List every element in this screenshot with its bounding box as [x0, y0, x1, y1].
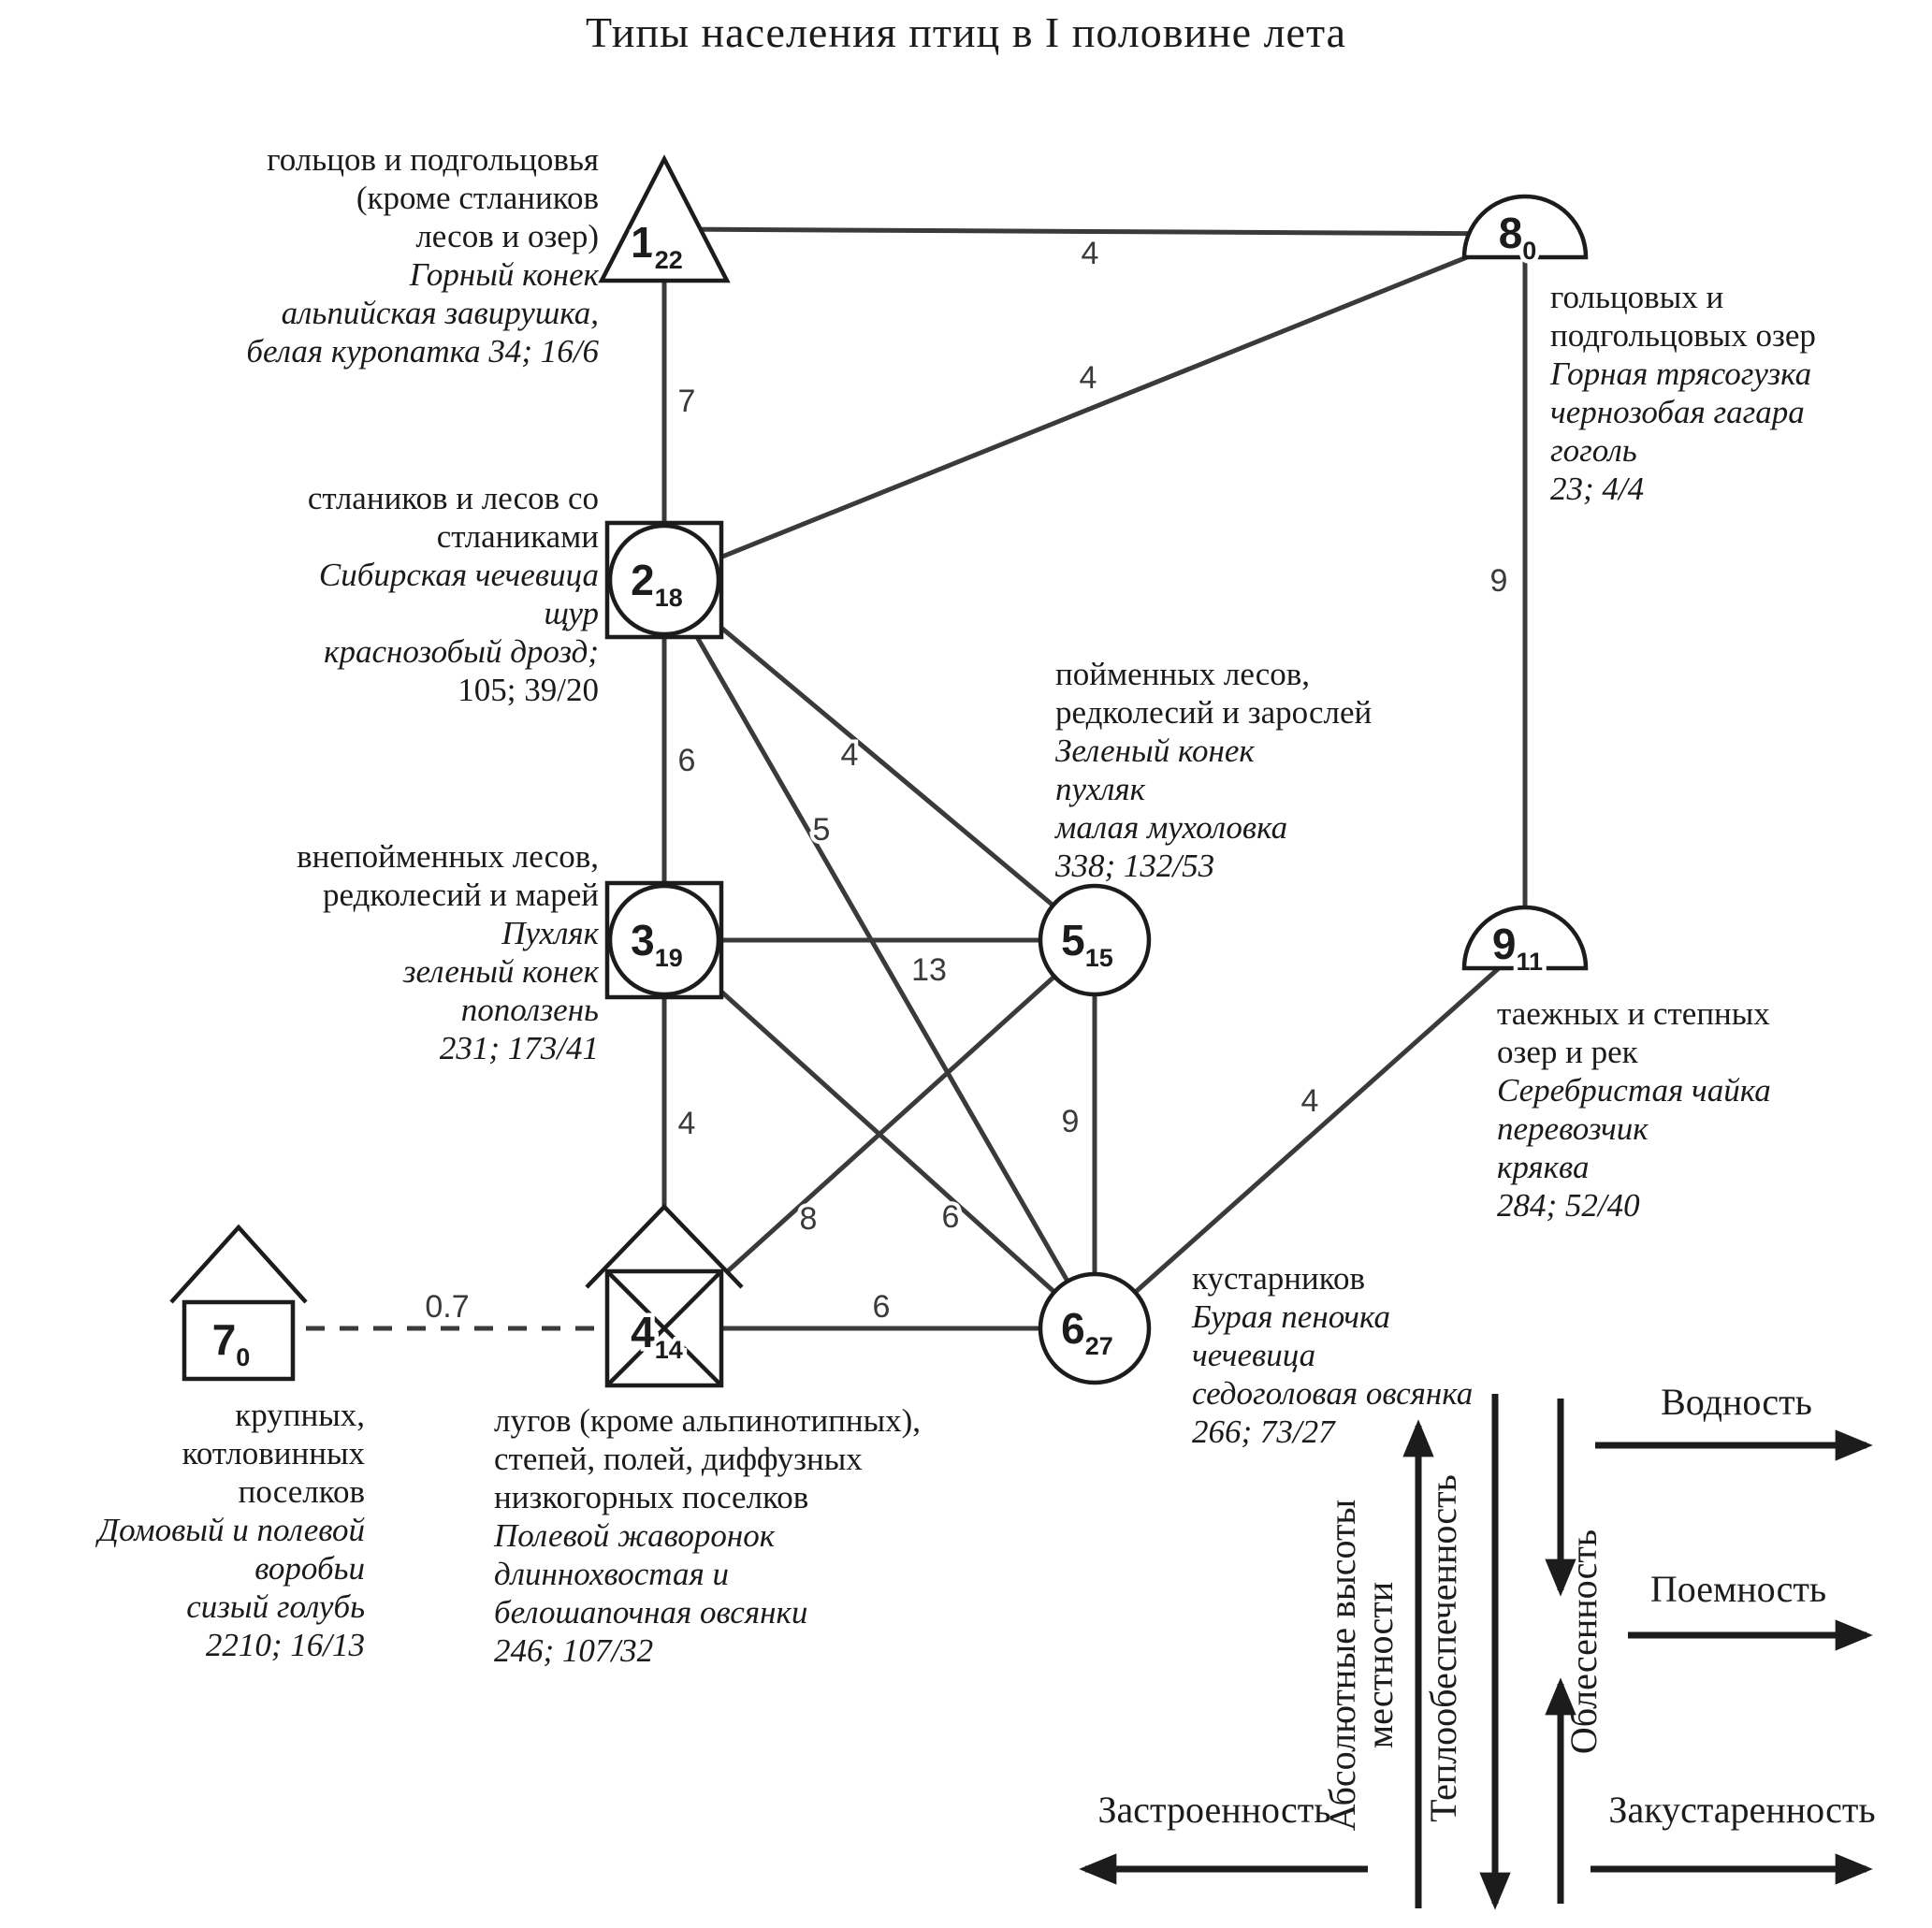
nodes: 122 218 319 414 515 627 70 80 911: [169, 154, 1589, 1388]
axis-label: Водность: [1661, 1381, 1812, 1423]
node-5-number: 515: [1061, 916, 1113, 972]
node-4-symbol: [585, 1203, 744, 1388]
edge-2-3-weight: 6: [678, 743, 696, 778]
edge-6-9: [1093, 943, 1527, 1330]
edge-1-8-weight: 4: [1082, 236, 1099, 271]
edge-4-5: [662, 938, 1097, 1330]
edge-3-6-weight: 6: [942, 1199, 960, 1235]
axis-label: Застроенность: [1097, 1789, 1330, 1831]
edge-5-6-weight: 9: [1062, 1104, 1080, 1139]
node-4-number: 414: [631, 1308, 683, 1364]
edge-2-8-weight: 4: [1080, 360, 1097, 396]
axis-label: Закустаренность: [1608, 1789, 1875, 1831]
edge-2-8: [663, 231, 1526, 583]
edge-2-6: [661, 578, 1097, 1330]
axis-label-rotated: местности: [1358, 1582, 1401, 1748]
edge-2-5: [662, 578, 1097, 942]
node-7-symbol: [169, 1224, 308, 1382]
edge-3-4-weight: 4: [678, 1106, 696, 1141]
axis-label-rotated: Абсолютные высоты: [1321, 1500, 1363, 1832]
node-6-number: 627: [1061, 1304, 1113, 1360]
node-3-number: 319: [631, 916, 683, 972]
node-7-number: 70: [212, 1315, 251, 1371]
node-8-symbol: [1461, 194, 1589, 260]
node-2-symbol: [604, 520, 724, 640]
node-9-symbol: [1461, 905, 1589, 971]
edge-2-5-weight: 4: [841, 737, 859, 773]
node-5-symbol: [1038, 883, 1152, 997]
edge-8-9-weight: 9: [1490, 563, 1508, 599]
node-3-symbol: [604, 880, 724, 1000]
edge-2-6-weight: 5: [813, 812, 831, 848]
node-9-number: 911: [1492, 920, 1543, 976]
edge-6-9-weight: 4: [1301, 1083, 1319, 1119]
edge-1-2-weight: 7: [678, 384, 696, 419]
node-6-symbol: [1038, 1271, 1152, 1385]
axis-label: Поемность: [1650, 1568, 1826, 1610]
axis-label-rotated: Облесенность: [1562, 1529, 1605, 1754]
edge-1-8: [663, 226, 1526, 237]
edge-7-4-weight: 0.7: [425, 1289, 469, 1325]
node-2-number: 218: [631, 556, 683, 612]
node-1-number: 122: [631, 218, 683, 274]
edge-4-6-weight: 6: [873, 1289, 891, 1325]
edge-weights: 4 7 4 6 4 5 13 4 6 8 6 9 4 9 0.7: [421, 232, 1511, 1328]
figure-title: Типы населения птиц в I половине лета: [585, 8, 1347, 56]
node-1-symbol: [598, 154, 731, 283]
edge-3-5-weight: 13: [911, 952, 947, 988]
edges: [239, 226, 1528, 1331]
edge-4-5-weight: 8: [800, 1201, 818, 1237]
axis-label-rotated: Теплообеспеченность: [1422, 1474, 1464, 1822]
node-8-number: 80: [1499, 209, 1537, 265]
